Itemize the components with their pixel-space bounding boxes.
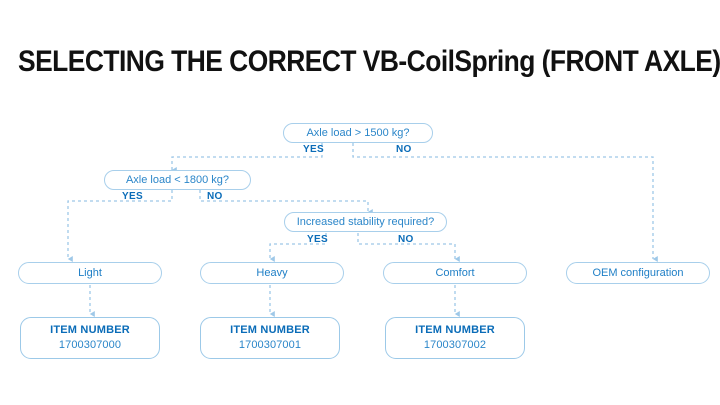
connector-d2-yes (67, 190, 173, 262)
decision-2-yes-label: YES (122, 191, 143, 202)
decision-1-yes-label: YES (303, 144, 324, 155)
item-number-title: ITEM NUMBER (230, 324, 310, 337)
decision-increased-stability[interactable]: Increased stability required? (284, 212, 447, 232)
connector-d2-no (199, 190, 373, 215)
decision-1-no-label: NO (396, 144, 412, 155)
item-number-value: 1700307000 (58, 339, 122, 351)
connector-d3-no (357, 233, 460, 262)
result-light[interactable]: Light (18, 262, 162, 284)
decision-axle-load-1500[interactable]: Axle load > 1500 kg? (283, 123, 433, 143)
connector-d3-yes (269, 233, 327, 262)
decision-axle-load-1800[interactable]: Axle load < 1800 kg? (104, 170, 251, 190)
item-number-card-heavy[interactable]: ITEM NUMBER 1700307001 (200, 317, 340, 359)
item-number-card-comfort[interactable]: ITEM NUMBER 1700307002 (385, 317, 525, 359)
result-comfort[interactable]: Comfort (383, 262, 527, 284)
item-number-value: 1700307001 (238, 339, 302, 351)
item-number-value: 1700307002 (423, 339, 487, 351)
decision-3-yes-label: YES (307, 234, 328, 245)
item-number-title: ITEM NUMBER (50, 324, 130, 337)
result-heavy[interactable]: Heavy (200, 262, 344, 284)
result-oem-configuration[interactable]: OEM configuration (566, 262, 710, 284)
connector-d1-yes (171, 143, 323, 173)
connector-d1-no (352, 143, 658, 262)
decision-3-no-label: NO (398, 234, 414, 245)
item-number-card-light[interactable]: ITEM NUMBER 1700307000 (20, 317, 160, 359)
item-number-title: ITEM NUMBER (415, 324, 495, 337)
page-title: SELECTING THE CORRECT VB-CoilSpring (FRO… (18, 45, 720, 78)
decision-2-no-label: NO (207, 191, 223, 202)
